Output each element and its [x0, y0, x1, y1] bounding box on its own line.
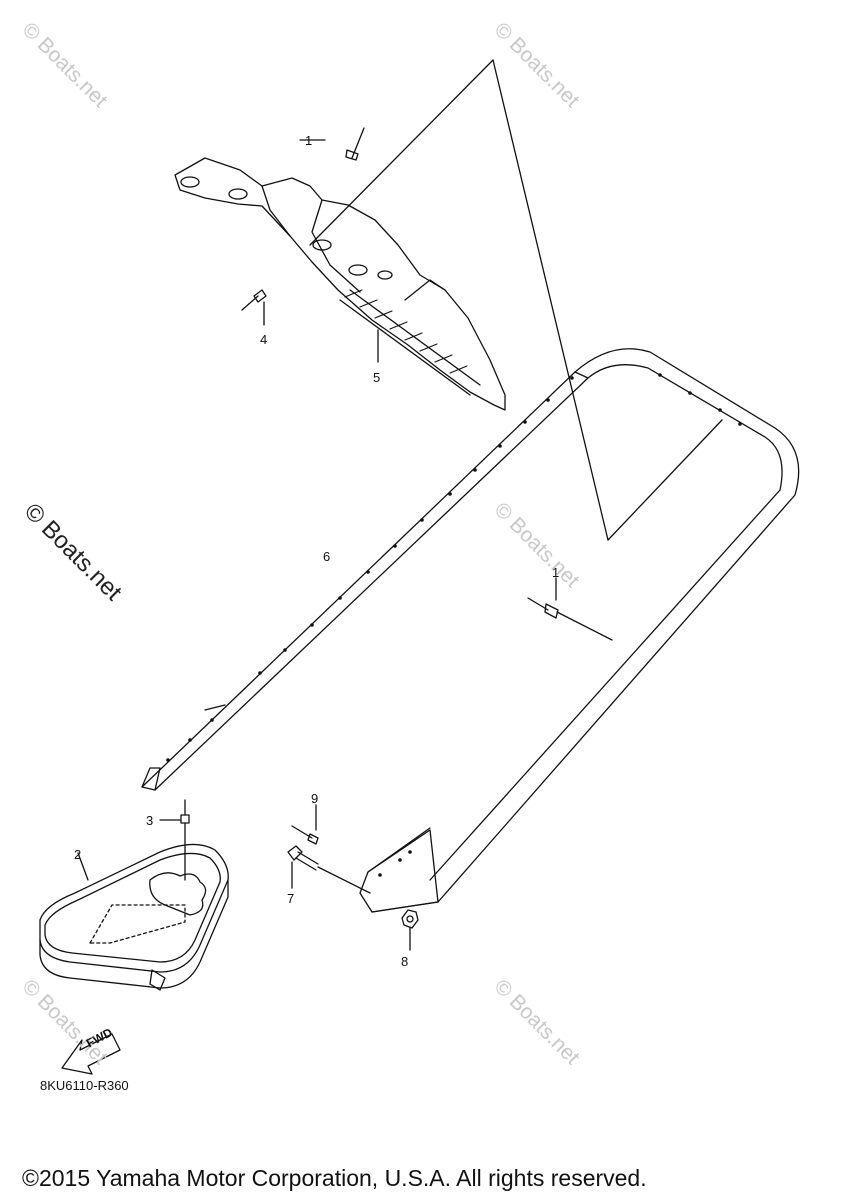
leader-lines [299, 59, 723, 541]
diagram-code: 8KU6110-R360 [40, 1078, 129, 1093]
callout-1: 1 [552, 565, 560, 580]
fwd-arrow-icon [61, 1033, 121, 1075]
callout-6: 6 [323, 549, 331, 564]
pad-part [39, 843, 229, 991]
callout-4-left: 4 [260, 332, 268, 347]
rivet-top [345, 127, 365, 161]
nut-8 [401, 909, 419, 951]
callout-4-top: 1 [305, 133, 313, 148]
rivet-left [241, 289, 267, 326]
rivet-1 [527, 577, 613, 641]
bolt-7 [287, 845, 371, 894]
rivet-3 [159, 799, 190, 881]
step-bracket-part [174, 157, 506, 411]
callout-5: 5 [373, 370, 381, 385]
callout-8: 8 [401, 954, 409, 969]
screw-9 [291, 804, 319, 845]
copyright-notice: ©2015 Yamaha Motor Corporation, U.S.A. A… [22, 1165, 647, 1191]
rail-frame-part [141, 348, 800, 913]
callout-2: 2 [74, 847, 82, 862]
callout-3: 3 [146, 813, 154, 828]
callout-7: 7 [287, 891, 295, 906]
callout-9: 9 [311, 791, 319, 806]
